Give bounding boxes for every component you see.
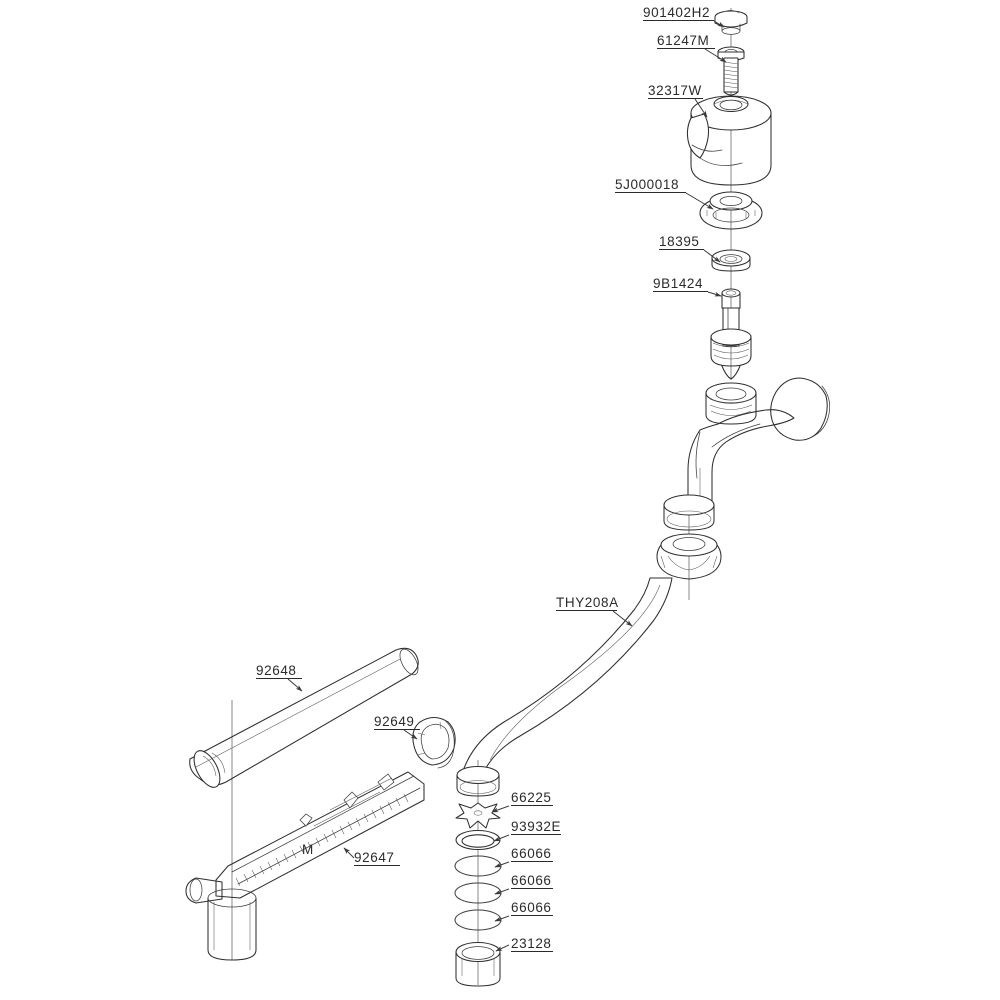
leader-92648 (287, 678, 303, 692)
part-66225-aerator-vane (455, 802, 501, 829)
part-label-aerator-o-ring[interactable]: 93932E (511, 819, 561, 835)
part-label-supply-hose-tube[interactable]: THY208A (556, 595, 619, 611)
part-label-sprayer-body-lower[interactable]: 92647 (354, 850, 400, 866)
part-number-text: 66066 (511, 846, 552, 861)
part-label-aerator-vane-insert[interactable]: 66225 (511, 790, 553, 806)
part-label-handle-lever[interactable]: 32317W (648, 83, 703, 99)
part-32317W-handle-lever (686, 95, 772, 186)
part-label-sprayer-sleeve-upper[interactable]: 92648 (256, 663, 302, 679)
leader-901402H2 (713, 20, 725, 28)
hose-outlet-ferrule (456, 765, 500, 797)
part-label-washer[interactable]: 18395 (659, 234, 704, 250)
part-18395-washer (711, 249, 751, 272)
part-number-text: 92647 (354, 850, 395, 865)
part-92649-coupling-collar (412, 716, 456, 769)
spout-outlet-shoulder (663, 494, 715, 531)
spout-body (687, 377, 831, 503)
leader-23128 (495, 944, 510, 952)
part-23128-aerator-housing (455, 941, 501, 987)
leader-THY208A (612, 610, 633, 627)
part-number-text: 32317W (648, 83, 702, 98)
leader-32317W (694, 98, 708, 118)
part-number-text: THY208A (556, 595, 619, 610)
part-label-aerator-screen-3[interactable]: 66066 (511, 900, 553, 916)
part-number-text: 93932E (511, 819, 561, 834)
part-number-text: 66225 (511, 790, 552, 805)
part-number-text: 66066 (511, 873, 552, 888)
part-label-coupling-collar-ring[interactable]: 92649 (374, 714, 420, 730)
part-number-text: 61247M (657, 33, 709, 48)
part-label-bonnet-nut-dome[interactable]: 5J000018 (615, 177, 686, 193)
part-901402H2-index-cap (714, 9, 748, 35)
part-number-text: 92648 (256, 663, 297, 678)
part-9B1424-cartridge-stem (710, 288, 752, 380)
part-number-text: 92649 (374, 714, 415, 729)
part-92648-sprayer-sleeve (189, 647, 419, 788)
leader-66066-3 (494, 915, 510, 922)
leader-18395 (703, 249, 721, 263)
leader-92649 (403, 729, 418, 740)
leader-61247M (704, 48, 727, 63)
part-number-labels: 901402H2 61247M 32317W 5J000018 18395 9B1424T… (256, 5, 715, 952)
leader-66066-1 (494, 861, 510, 868)
leader-92647 (343, 847, 355, 859)
part-number-text: 23128 (511, 936, 552, 951)
part-5J000018-bonnet-nut (699, 191, 763, 230)
part-number-text: 18395 (659, 234, 700, 249)
part-number-text: 5J000018 (615, 177, 679, 192)
part-label-aerator-screen-2[interactable]: 66066 (511, 873, 553, 889)
spout-inlet-nut (705, 382, 757, 425)
part-label-aerator-housing-cap[interactable]: 23128 (511, 936, 553, 952)
part-number-text: 901402H2 (643, 5, 710, 20)
part-label-aerator-screen-1[interactable]: 66066 (511, 846, 553, 862)
micro-mark: M (302, 842, 314, 857)
leader-66066-2 (494, 888, 510, 895)
part-92647-sprayer-body: M (185, 771, 425, 961)
part-number-text: 66066 (511, 900, 552, 915)
leader-lines (287, 20, 727, 952)
leader-93932E (493, 834, 510, 842)
part-label-cartridge-stem[interactable]: 9B1424 (653, 276, 708, 292)
part-number-text: 9B1424 (653, 276, 703, 291)
part-61247M-handle-screw (717, 46, 745, 96)
part-label-index-button-cap[interactable]: 901402H2 (643, 5, 714, 21)
leader-9B1424 (707, 291, 722, 297)
leader-5J000018 (685, 192, 714, 210)
part-label-handle-screw[interactable]: 61247M (657, 33, 715, 49)
hose-coupling-nut (656, 533, 722, 580)
leader-66225 (491, 805, 510, 813)
part-93932E-o-ring (455, 829, 501, 851)
